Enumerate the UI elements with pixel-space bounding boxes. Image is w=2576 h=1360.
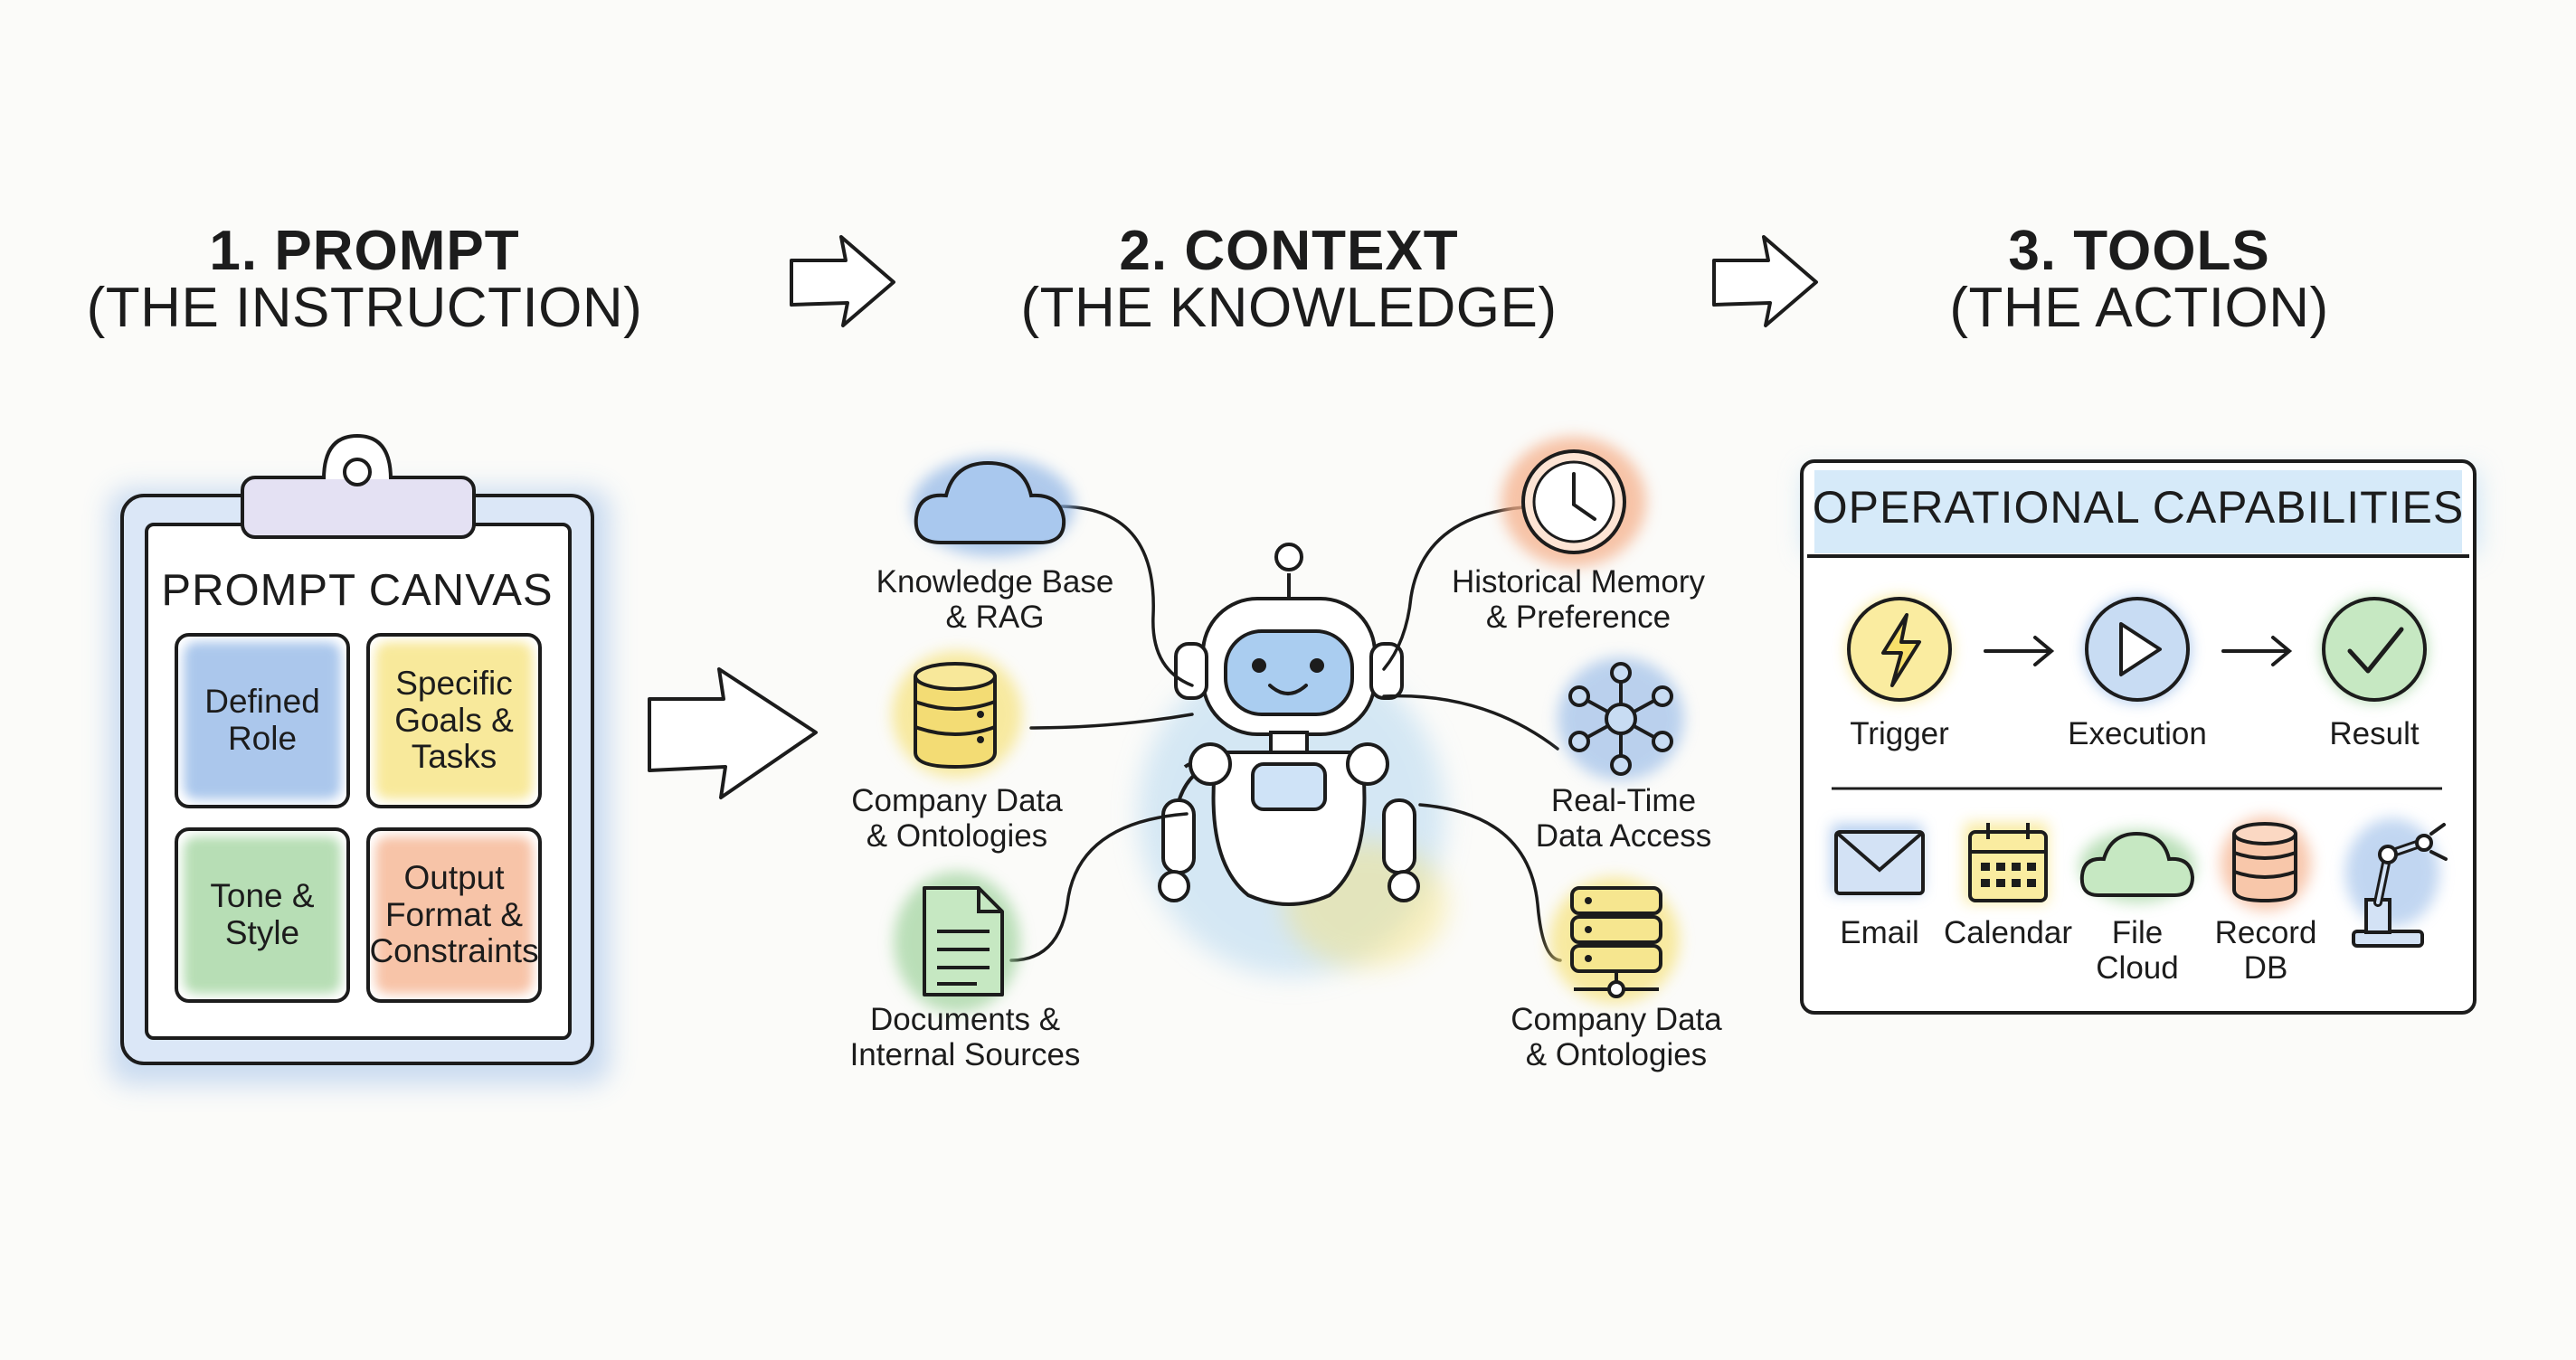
context-label-historical-memory: Historical Memory & Preference [1451, 564, 1706, 636]
flow-label-trigger: Trigger [1850, 716, 1949, 751]
flow-label-result: Result [2329, 716, 2420, 751]
context-label-knowledge-base: Knowledge Base & RAG [876, 564, 1114, 636]
play-icon [2085, 597, 2190, 702]
arrow-prompt-to-context [790, 235, 895, 327]
tool-label-record-db: Record DB [2214, 915, 2317, 987]
prompt-cell-wash [184, 642, 341, 799]
arrow-canvas-to-agent [648, 667, 818, 799]
prompt-cell-label: Tone & Style [210, 877, 315, 951]
server-icon [1549, 877, 1680, 1004]
prompt-cell-specific-goals: Specific Goals & Tasks [366, 633, 542, 808]
robot-arm-icon [2345, 818, 2448, 948]
prompt-cell-output-format: Output Format & Constraints [366, 827, 542, 1003]
prompt-canvas-title: PROMPT CANVAS [161, 566, 554, 615]
prompt-cell-wash [375, 836, 533, 994]
arrow-right-icon [2221, 636, 2293, 666]
context-label-documents: Documents & Internal Sources [849, 1002, 1081, 1073]
section-title-tools: 3. TOOLS [2008, 220, 2270, 282]
prompt-cell-label: Defined Role [204, 683, 320, 757]
section-subtitle-prompt: (THE INSTRUCTION) [86, 277, 643, 339]
context-connectors [1009, 505, 1562, 962]
prompt-cell-label: Output Format & Constraints [369, 858, 539, 970]
envelope-icon [1832, 825, 1925, 895]
lightning-icon [1847, 597, 1952, 702]
calendar-icon [1965, 823, 2048, 902]
arrow-context-to-tools [1712, 235, 1818, 327]
prompt-cell-tone-style: Tone & Style [175, 827, 350, 1003]
clock-icon [1501, 437, 1646, 567]
tool-label-calendar: Calendar [1943, 915, 2073, 950]
cloud-icon [912, 457, 1075, 556]
tool-label-file-cloud: File Cloud [2096, 915, 2179, 987]
prompt-cell-wash [375, 642, 533, 799]
prompt-cell-wash [184, 836, 341, 994]
prompt-cell-defined-role: Defined Role [175, 633, 350, 808]
section-title-prompt: 1. PROMPT [209, 220, 520, 282]
cloud-icon [2079, 830, 2195, 902]
prompt-cell-label: Specific Goals & Tasks [394, 664, 514, 776]
document-icon [894, 872, 1020, 1013]
checkmark-icon [2322, 597, 2427, 702]
arrow-right-icon [1984, 636, 2055, 666]
section-subtitle-tools: (THE ACTION) [1949, 277, 2329, 339]
context-label-company-data: Company Data & Ontologies [851, 783, 1063, 855]
section-title-context: 2. CONTEXT [1119, 220, 1459, 282]
network-icon [1558, 657, 1684, 780]
context-label-real-time-data: Real-Time Data Access [1535, 783, 1712, 855]
operational-capabilities-title: OPERATIONAL CAPABILITIES [1812, 482, 2465, 533]
robot-agent-icon [1138, 543, 1447, 977]
flow-label-execution: Execution [2068, 716, 2207, 751]
database-icon [892, 651, 1022, 778]
section-subtitle-context: (THE KNOWLEDGE) [1020, 277, 1558, 339]
context-label-company-data-ontologies: Company Data & Ontologies [1511, 1002, 1722, 1073]
database-icon [2221, 817, 2311, 911]
tool-label-email: Email [1840, 915, 1919, 950]
